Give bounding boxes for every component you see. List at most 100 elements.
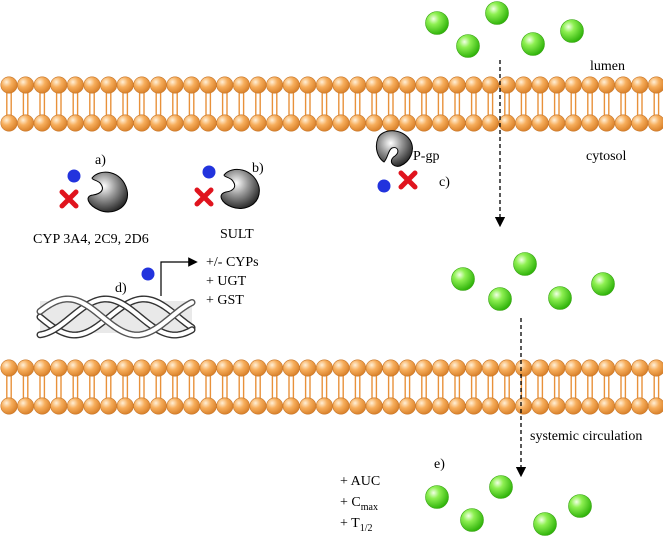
lipid-tail [636, 92, 643, 116]
lipid-head [548, 114, 566, 132]
lipid-head [166, 76, 184, 94]
lipid-head [515, 76, 533, 94]
label-e: e) [434, 457, 445, 472]
gene-product-gst: + GST [206, 293, 244, 308]
lipid-head [33, 114, 51, 132]
lipid-head [515, 114, 533, 132]
lipid-head [531, 359, 549, 377]
lipid-tail [587, 92, 593, 116]
lipid-head [498, 114, 516, 132]
lipid-head [249, 397, 267, 415]
lipid-head [216, 76, 234, 94]
lipid-tail [205, 375, 212, 399]
lipid-head [598, 397, 616, 415]
lipid-head [498, 359, 516, 377]
lipid-head [149, 76, 167, 94]
lipid-head [232, 114, 250, 132]
lipid-head [116, 76, 134, 94]
lipid-head [365, 359, 383, 377]
inhibition-x-icon [59, 189, 79, 209]
lipid-head [183, 359, 201, 377]
membrane-top [0, 76, 663, 132]
lipid-tail [221, 92, 228, 116]
lipid-head [465, 76, 483, 94]
cyp-label: CYP 3A4, 2C9, 2D6 [33, 232, 149, 247]
lipid-head [448, 114, 466, 132]
lipid-head [0, 359, 18, 377]
lipid-head [548, 397, 566, 415]
lipid-tail [520, 375, 527, 399]
lipid-tail [454, 375, 461, 399]
lipid-tail [221, 375, 228, 399]
lipid-head [166, 397, 184, 415]
pgp-transporter-group: P-gp c) [375, 130, 450, 193]
lipid-tail [22, 375, 29, 399]
lipid-tail [653, 375, 660, 399]
sult-label: SULT [220, 227, 254, 242]
lipid-head [266, 76, 284, 94]
lipid-head [332, 397, 350, 415]
lipid-head [100, 359, 118, 377]
lipid-tail [387, 375, 394, 399]
lipid-tail [205, 92, 212, 116]
membrane-bottom [0, 359, 663, 415]
outcome-cmax: + Cmax [340, 495, 378, 513]
lipid-head [515, 397, 533, 415]
lipid-tail [122, 92, 129, 116]
drug-molecule-icon [568, 494, 592, 518]
lipid-head [249, 76, 267, 94]
lipid-head [315, 76, 333, 94]
lipid-head [332, 114, 350, 132]
lipid-head [564, 397, 582, 415]
lipid-tail [553, 92, 560, 116]
lipid-head [614, 76, 632, 94]
lipid-head [299, 397, 317, 415]
lipid-head [481, 359, 499, 377]
lipid-head [581, 359, 599, 377]
lipid-head [432, 114, 450, 132]
enzyme-icon [87, 171, 128, 213]
lipid-head [598, 359, 616, 377]
lipid-head [0, 397, 18, 415]
lipid-head [598, 76, 616, 94]
inhibitor-dot [377, 179, 391, 193]
lipid-head [415, 114, 433, 132]
lipid-head [382, 359, 400, 377]
lipid-tail [255, 375, 261, 399]
lipid-head [66, 397, 84, 415]
lipid-tail [520, 92, 527, 116]
lipid-tail [105, 375, 112, 399]
lipid-head [448, 359, 466, 377]
lipid-tail [371, 92, 378, 116]
lipid-tail [72, 92, 79, 116]
label-a: a) [95, 153, 106, 168]
label-d: d) [115, 281, 127, 296]
lipid-head [183, 76, 201, 94]
lipid-head [149, 397, 167, 415]
lipid-head [0, 76, 18, 94]
lipid-head [548, 359, 566, 377]
lipid-head [614, 397, 632, 415]
lipid-head [299, 76, 317, 94]
drug-molecule-icon [513, 252, 537, 276]
lipid-head [631, 76, 649, 94]
lipid-head [133, 397, 151, 415]
lipid-head [415, 359, 433, 377]
lipid-head [398, 397, 416, 415]
lipid-tail [354, 92, 361, 116]
gene-product-cyps: +/- CYPs [206, 255, 259, 270]
lipid-head [116, 114, 134, 132]
lipid-head [465, 114, 483, 132]
lipid-head [614, 359, 632, 377]
lipid-head [515, 359, 533, 377]
lipid-tail [387, 92, 394, 116]
lipid-tail [537, 375, 544, 399]
cyp-enzyme-group: a) CYP 3A4, 2C9, 2D6 [33, 153, 149, 247]
systemic-circulation-label: systemic circulation [530, 429, 642, 444]
lipid-head [50, 359, 68, 377]
lipid-tail [371, 375, 378, 399]
lipid-head [17, 76, 35, 94]
lipid-head [481, 397, 499, 415]
lipid-tail [6, 375, 12, 399]
lipid-head [564, 359, 582, 377]
